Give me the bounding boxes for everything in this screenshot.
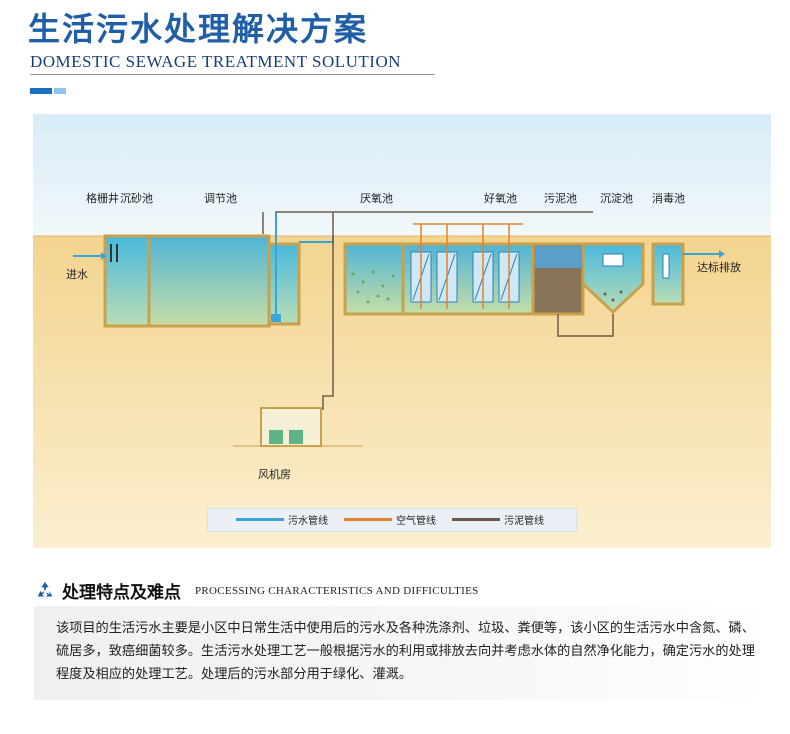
- label-blower: 风机房: [258, 468, 291, 481]
- label-sludge: 污泥池: [544, 192, 577, 205]
- legend-swatch: [344, 518, 392, 521]
- label-bar-screen: 格栅井: [86, 192, 119, 205]
- legend-label: 污水管线: [288, 516, 328, 527]
- label-grit: 沉砂池: [120, 192, 153, 205]
- legend-swatch: [452, 518, 500, 521]
- accent-bar-light: [54, 88, 66, 94]
- label-disinfection: 消毒池: [652, 192, 685, 205]
- legend-item-sludge: 污泥管线: [452, 512, 544, 527]
- section-body: 该项目的生活污水主要是小区中日常生活中使用后的污水及各种洗涤剂、垃圾、粪便等，该…: [56, 621, 755, 682]
- section-subtitle: PROCESSING CHARACTERISTICS AND DIFFICULT…: [195, 584, 479, 597]
- recycle-icon: [37, 581, 53, 596]
- label-anaerobic: 厌氧池: [360, 192, 393, 205]
- legend-label: 污泥管线: [504, 516, 544, 527]
- page-subtitle: DOMESTIC SEWAGE TREATMENT SOLUTION: [30, 52, 402, 71]
- bar-screen-well: [103, 234, 151, 328]
- page-title: 生活污水处理解决方案: [28, 10, 369, 48]
- legend: [207, 508, 577, 532]
- section-header: 处理特点及难点 PROCESSING CHARACTERISTICS AND D…: [34, 578, 479, 603]
- section-body-panel: [34, 606, 772, 700]
- label-aerobic: 好氧池: [484, 192, 517, 205]
- anaerobic-tank: [343, 242, 405, 316]
- process-diagram: [33, 114, 771, 548]
- section-title: 处理特点及难点: [62, 583, 181, 603]
- equalization-tank: [147, 234, 271, 328]
- accent-bar-dark: [30, 88, 52, 94]
- title-divider: [30, 74, 435, 75]
- label-outlet: 达标排放: [697, 261, 741, 274]
- legend-item-sewage: 污水管线: [236, 512, 328, 527]
- legend-swatch: [236, 518, 284, 521]
- legend-item-air: 空气管线: [344, 512, 436, 527]
- label-sedimentation: 沉淀池: [600, 192, 633, 205]
- label-equalization: 调节池: [204, 192, 237, 205]
- label-inlet: 进水: [66, 268, 88, 281]
- legend-label: 空气管线: [396, 516, 436, 527]
- sedimentation-tank: [581, 242, 645, 315]
